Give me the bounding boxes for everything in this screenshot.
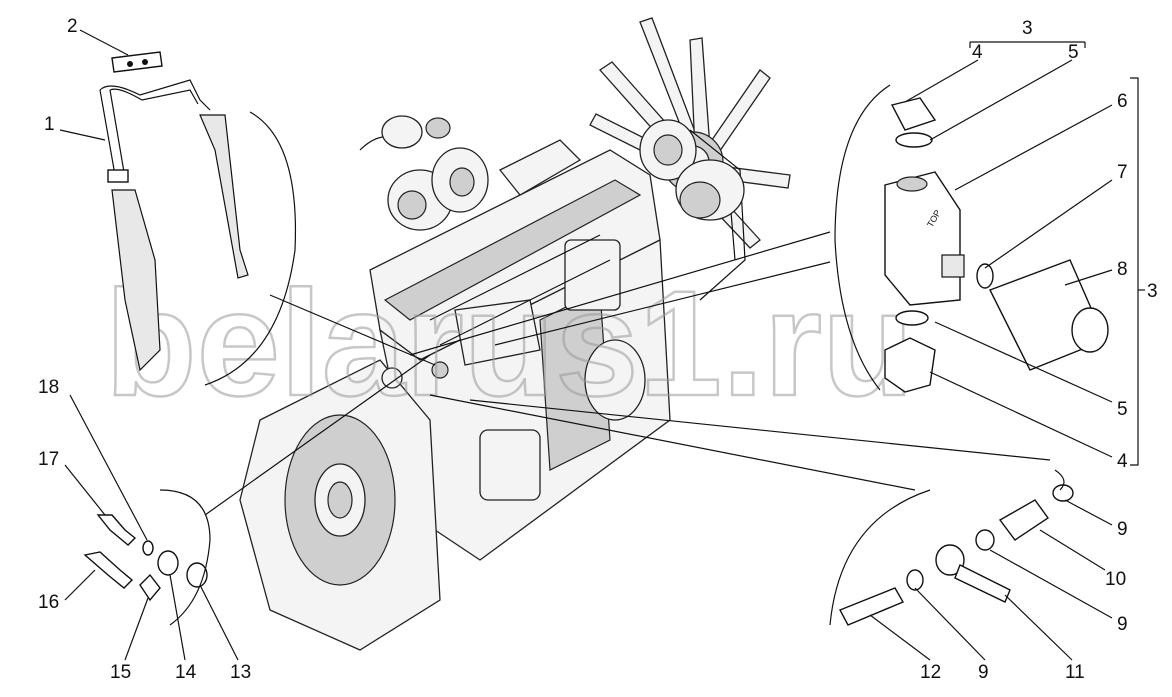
fitting-bottom-part [884, 337, 936, 393]
fuel-pipe-group [99, 51, 297, 386]
callout-5-bottom: 5 [1117, 399, 1128, 420]
sensor-16-part [83, 551, 134, 589]
seal-ring-9-top-part [1052, 484, 1074, 502]
filter-housing-assembly: TOP [834, 41, 1145, 466]
watermark-text: belarus1.ru [105, 259, 914, 427]
banjo-fittings-group [829, 469, 1074, 626]
callout-15: 15 [110, 662, 131, 683]
injector-left-part [111, 189, 161, 372]
seal-ring-7-part [976, 263, 994, 289]
flywheel-housing [239, 359, 449, 651]
fitting-top-part [890, 97, 937, 131]
adapter-14-part [157, 550, 179, 576]
sensor-17-part [96, 514, 137, 546]
bolt-12-part [839, 587, 905, 626]
callout-9-a: 9 [1117, 519, 1128, 540]
turbocharger [359, 115, 489, 231]
adapter-10-part [998, 499, 1049, 541]
leader-lines [59, 29, 1113, 661]
callout-3-right: 3 [1147, 281, 1158, 302]
callout-13: 13 [230, 662, 251, 683]
callout-17: 17 [38, 449, 59, 470]
fuel-pipe-part [99, 89, 125, 176]
seal-ring-9-bottom-part [906, 569, 924, 591]
clamp-plate-part [111, 51, 163, 73]
callout-4-top: 4 [972, 42, 983, 63]
banjo-11-part [935, 544, 965, 576]
callout-18: 18 [38, 377, 59, 398]
seal-ring-top-part [895, 132, 933, 148]
nut-15-part [139, 573, 161, 602]
callout-8: 8 [1117, 259, 1128, 280]
callout-16: 16 [38, 592, 59, 613]
callout-6: 6 [1117, 91, 1128, 112]
belt-drive [639, 119, 746, 301]
callout-labels: 1 2 3 3 4 5 6 7 8 5 4 9 10 9 11 9 12 13 … [38, 16, 1158, 683]
injector-right-part [199, 114, 249, 279]
callout-10: 10 [1105, 569, 1126, 590]
callout-9-b: 9 [1117, 614, 1128, 635]
callout-7: 7 [1117, 162, 1128, 183]
seal-ring-9-mid-part [975, 529, 995, 551]
callout-2: 2 [67, 16, 78, 37]
sensor-fittings-group [83, 489, 211, 626]
callout-9-c: 9 [978, 662, 989, 683]
seal-ring-bottom-part [895, 310, 929, 326]
callout-3-top: 3 [1022, 18, 1033, 39]
callout-11: 11 [1065, 662, 1085, 683]
callout-5-top: 5 [1068, 42, 1079, 63]
washer-18-part [142, 540, 154, 556]
callout-4-bottom: 4 [1117, 451, 1128, 472]
callout-14: 14 [175, 662, 197, 683]
callout-12: 12 [920, 662, 941, 683]
adapter-block-part [884, 171, 961, 306]
callout-1: 1 [44, 114, 55, 135]
